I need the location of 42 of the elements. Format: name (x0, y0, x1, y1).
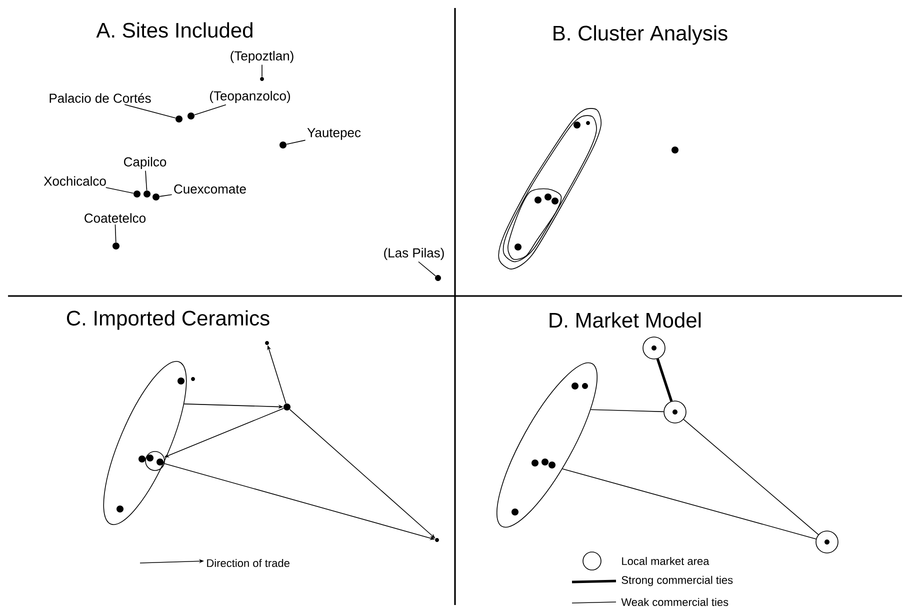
site-dot (280, 142, 286, 148)
site-label: Palacio de Cortés (50, 93, 151, 103)
panel-title: B. Cluster Analysis (554, 25, 728, 45)
market-circle (642, 336, 666, 360)
tie-line (656, 358, 673, 402)
site-label: Coatetelco (84, 213, 146, 223)
site-dot (188, 112, 194, 120)
site-label: Capilco (124, 156, 166, 170)
leader-line (286, 140, 306, 145)
tie-line (562, 468, 816, 540)
leader-line (124, 104, 176, 118)
tie-line (590, 409, 664, 412)
leader-line (105, 187, 134, 194)
site-dot (144, 190, 150, 198)
site-label: (Teopanzolco) (210, 90, 290, 104)
panel-title: D. Market Model (550, 312, 701, 328)
site-dot (176, 116, 182, 122)
leader-line (418, 261, 436, 276)
site-dot (152, 194, 160, 200)
tie-line (683, 419, 819, 535)
site-label: Cuexcomate (174, 184, 246, 194)
market-circle (816, 530, 838, 554)
site-label: Xochicalco (44, 176, 106, 186)
legend-text: Direction of trade (207, 558, 290, 568)
site-dot (134, 190, 140, 198)
legend-text: Local market area (622, 556, 710, 566)
legend-text: Strong commercial ties (622, 576, 733, 586)
cluster-circle (145, 451, 165, 471)
panel-title: A. Sites Included (96, 22, 252, 38)
site-dot (112, 242, 120, 250)
leader-line (145, 170, 148, 191)
site-group-loop (496, 362, 598, 528)
leader-line (114, 224, 116, 243)
panel-title: C. Imported Ceramics (66, 310, 270, 330)
site-label: (Las Pilas) (384, 248, 444, 260)
site-group-loop (103, 361, 187, 525)
site-label: Yautepec (307, 128, 361, 140)
legend-text: Weak commercial ties (621, 598, 728, 606)
site-label: (Tepoztlan) (230, 50, 294, 64)
leader-line (194, 104, 226, 116)
market-circle (664, 400, 686, 424)
leader-line (159, 194, 172, 197)
